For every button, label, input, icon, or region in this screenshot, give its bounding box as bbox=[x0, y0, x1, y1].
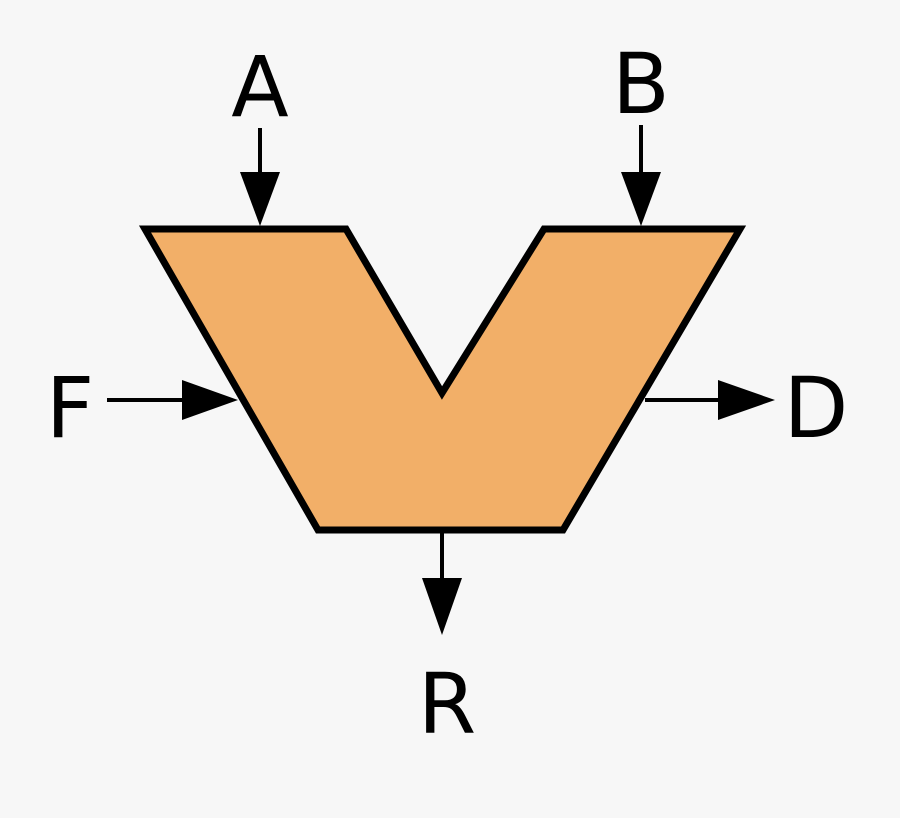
arrow-b bbox=[621, 125, 661, 226]
label-f: F bbox=[46, 359, 94, 457]
arrow-a bbox=[240, 128, 280, 226]
label-b: B bbox=[612, 35, 670, 133]
arrow-d bbox=[645, 380, 775, 420]
label-a: A bbox=[231, 38, 288, 136]
arrow-f bbox=[107, 380, 238, 420]
arrow-r bbox=[422, 532, 462, 635]
label-r: R bbox=[418, 655, 476, 753]
label-d: D bbox=[784, 359, 849, 457]
alu-shape bbox=[138, 225, 747, 534]
